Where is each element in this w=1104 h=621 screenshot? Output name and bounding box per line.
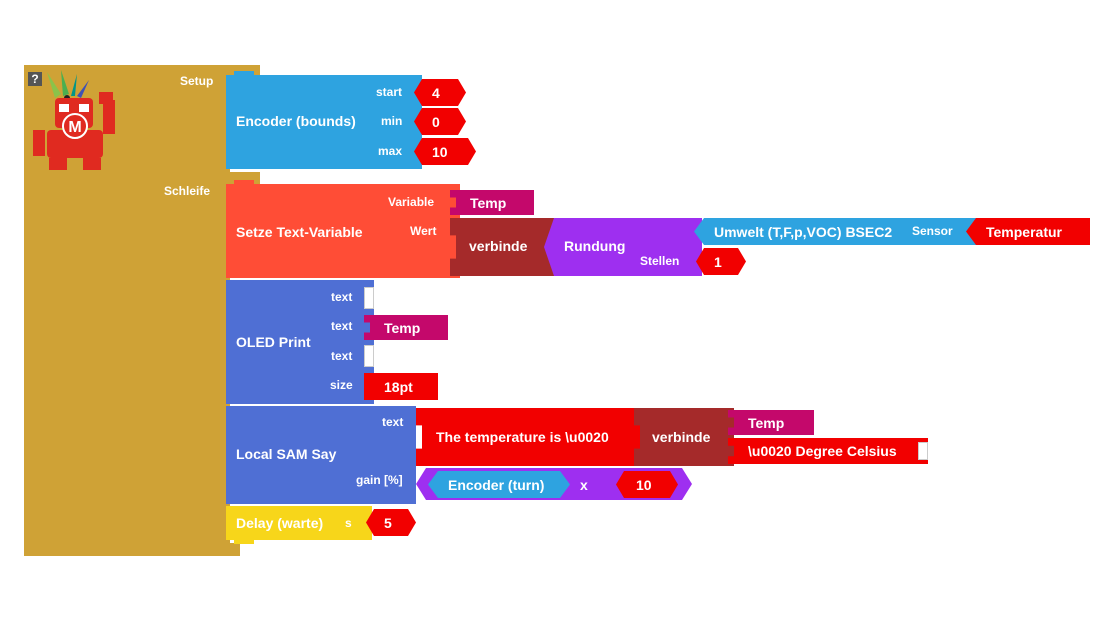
encoder-top-notch xyxy=(234,71,254,77)
sam-join2-string[interactable]: \u0020 Degree Celsius xyxy=(728,438,928,464)
sam-gain-label: gain [%] xyxy=(356,473,403,487)
oled-size-value[interactable]: 18pt xyxy=(364,373,438,400)
main-block-mid-arm xyxy=(24,172,260,184)
maker-robot-logo: M xyxy=(33,70,115,170)
sam-say-title: Local SAM Say xyxy=(236,446,337,462)
sam-verbinde-block[interactable] xyxy=(634,408,734,466)
svg-text:M: M xyxy=(68,119,81,136)
rundung-block[interactable] xyxy=(544,218,702,276)
encoder-max-label: max xyxy=(378,144,403,158)
encoder-start-value[interactable]: 4 xyxy=(414,79,466,106)
delay-title: Delay (warte) xyxy=(236,515,324,531)
loop-label: Schleife xyxy=(164,184,211,198)
umwelt-sensor-param-label: Sensor xyxy=(912,224,953,238)
sam-text-string[interactable]: The temperature is \u0020 xyxy=(416,408,642,466)
sam-join1-variable[interactable]: Temp xyxy=(728,410,814,435)
set-text-variable-label: Variable xyxy=(388,195,435,209)
delay-value[interactable]: 5 xyxy=(366,509,416,536)
rundung-label: Rundung xyxy=(564,238,626,254)
delay-bottom-notch xyxy=(234,538,254,544)
oled-size-label: size xyxy=(330,378,353,392)
oled-text1-slot[interactable] xyxy=(364,287,374,309)
main-block-top-arm xyxy=(24,65,260,77)
encoder-min-value[interactable]: 0 xyxy=(414,108,466,135)
set-text-variable-name[interactable]: Temp xyxy=(450,190,534,215)
umwelt-sensor-block[interactable] xyxy=(694,218,994,245)
sam-say-block[interactable] xyxy=(226,406,416,504)
setup-label: Setup xyxy=(180,74,214,88)
help-icon[interactable]: ? xyxy=(28,72,42,86)
oled-text2-variable[interactable]: Temp xyxy=(364,315,448,340)
oled-print-bottom-strip xyxy=(226,372,364,404)
arithmetic-operator[interactable]: x xyxy=(580,477,588,493)
sam-text-label: text xyxy=(382,415,404,429)
oled-print-title: OLED Print xyxy=(236,334,311,350)
umwelt-sensor-label: Umwelt (T,F,p,VOC) BSEC2 xyxy=(714,224,893,240)
main-block-bottom-arm xyxy=(24,543,240,556)
encoder-title: Encoder (bounds) xyxy=(236,113,356,129)
oled-text3-slot[interactable] xyxy=(364,345,374,367)
umwelt-sensor-dropdown[interactable]: Temperatur xyxy=(966,218,1090,245)
sam-verbinde-label: verbinde xyxy=(652,429,711,445)
oled-text2-label: text xyxy=(331,319,353,333)
set-text-verbinde-label: verbinde xyxy=(469,238,528,254)
rundung-stellen-label: Stellen xyxy=(640,254,680,268)
set-text-wert-label: Wert xyxy=(410,224,437,238)
delay-block[interactable] xyxy=(226,506,372,540)
set-text-top-notch xyxy=(234,180,254,186)
delay-unit-label: s xyxy=(345,516,352,530)
oled-text3-label: text xyxy=(331,349,353,363)
set-text-variable-block[interactable] xyxy=(226,184,460,278)
set-text-title: Setze Text-Variable xyxy=(236,224,363,240)
encoder-max-value[interactable]: 10 xyxy=(414,138,476,165)
encoder-turn-block[interactable]: Encoder (turn) xyxy=(428,471,570,498)
set-text-verbinde-block[interactable] xyxy=(450,218,554,276)
encoder-start-label: start xyxy=(376,85,403,99)
arithmetic-factor-value[interactable]: 10 xyxy=(616,471,678,498)
rundung-stellen-value[interactable]: 1 xyxy=(696,248,746,275)
encoder-min-label: min xyxy=(381,114,403,128)
encoder-bounds-block[interactable] xyxy=(226,75,422,169)
sam-join2-end xyxy=(918,442,928,460)
oled-text1-label: text xyxy=(331,290,353,304)
